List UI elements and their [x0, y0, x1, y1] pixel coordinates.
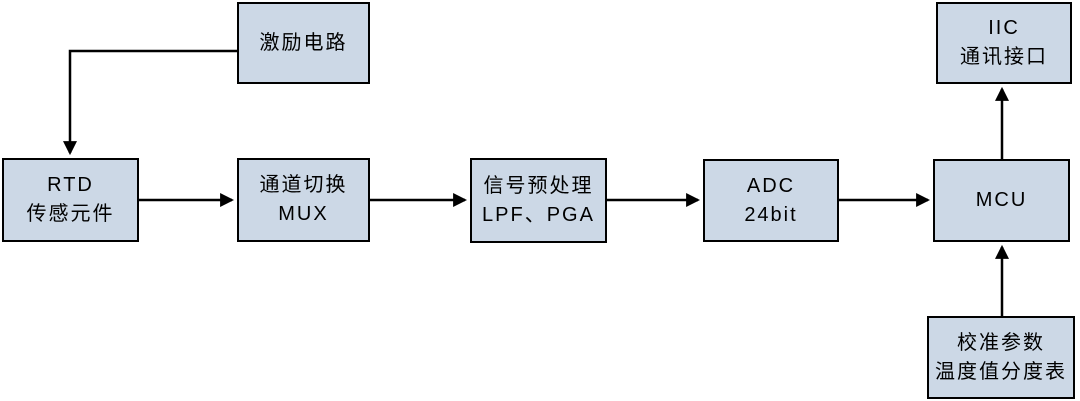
block-label-line2: LPF、PGA [482, 203, 595, 226]
connector-excitation-to-rtd [63, 49, 237, 156]
block-rtd-sensor: RTD 传感元件 [2, 158, 139, 242]
block-label-line2: 温度值分度表 [935, 360, 1067, 383]
block-label-line2: 通讯接口 [960, 46, 1048, 68]
block-label-line1: RTD [47, 174, 94, 196]
block-signal-preprocess: 信号预处理 LPF、PGA [470, 158, 607, 243]
block-label-line1: 信号预处理 [483, 174, 594, 197]
block-label-line2: 传感元件 [26, 203, 115, 225]
block-adc-24bit: ADC 24bit [703, 159, 839, 242]
block-channel-mux: 通道切换 MUX [237, 158, 370, 242]
block-label-line2: 24bit [744, 203, 798, 226]
block-excitation-circuit: 激励电路 [237, 2, 370, 84]
block-label-line1: 校准参数 [957, 331, 1045, 354]
block-mcu: MCU [933, 159, 1070, 242]
block-label-line1: 通道切换 [259, 174, 348, 196]
block-label-line1: IIC [988, 17, 1020, 39]
block-iic-interface: IIC 通讯接口 [936, 2, 1072, 84]
block-calibration-table: 校准参数 温度值分度表 [927, 316, 1075, 399]
block-label: 激励电路 [259, 31, 348, 54]
block-label-line2: MUX [278, 203, 329, 225]
block-label: MCU [975, 189, 1028, 211]
block-label-line1: ADC [746, 174, 796, 197]
